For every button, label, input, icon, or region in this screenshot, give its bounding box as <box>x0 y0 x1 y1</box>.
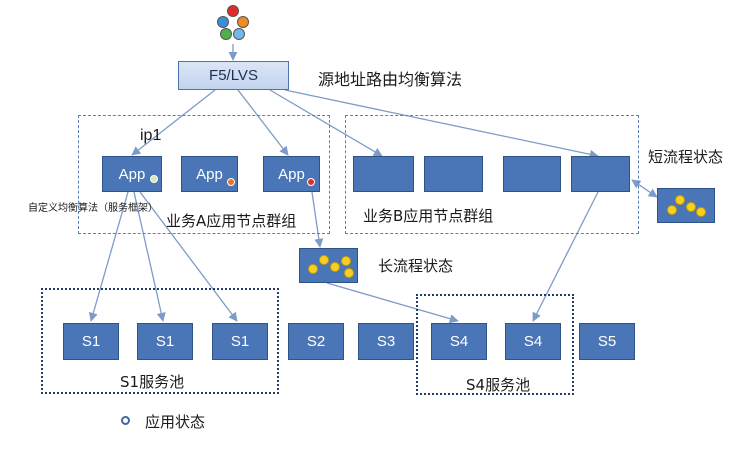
app-node-label: App <box>278 165 305 183</box>
state-ball <box>341 256 351 266</box>
line-lb-app3 <box>237 89 289 156</box>
app-node-label: App <box>196 165 223 183</box>
ip-label: ip1 <box>140 127 162 144</box>
server-label: S1 <box>155 333 175 350</box>
ie-icon <box>217 16 229 28</box>
state-ball <box>675 195 685 205</box>
s4-pool-label: S4服务池 <box>466 376 531 394</box>
app-node-label: App <box>118 165 146 183</box>
custom-balance-algorithm-label: 自定义均衡算法（服务框架） <box>28 203 158 214</box>
server-node: S5 <box>579 323 635 360</box>
server-label: S4 <box>523 333 543 350</box>
load-balancer: F5/LVS <box>178 61 289 90</box>
safari-icon <box>233 28 245 40</box>
line-lb-app1 <box>131 89 216 156</box>
app-state-dot <box>307 178 315 186</box>
app-node-2: App <box>181 156 238 192</box>
line-app1-s1c <box>139 191 238 322</box>
server-label: S1 <box>230 333 250 350</box>
server-label: S3 <box>376 333 396 350</box>
app-state-dot <box>227 178 235 186</box>
state-ball <box>308 264 318 274</box>
state-ball <box>696 207 706 217</box>
server-node: S1 <box>63 323 119 360</box>
app-group-a-label: 业务A应用节点群组 <box>166 212 297 230</box>
server-label: S2 <box>306 333 326 350</box>
long-process-state-store <box>299 248 358 283</box>
server-node: S2 <box>288 323 344 360</box>
short-process-state-label: 短流程状态 <box>648 148 724 166</box>
line-b4-shortstate <box>631 179 658 198</box>
server-node: S3 <box>358 323 414 360</box>
state-ball <box>330 262 340 272</box>
chrome-icon <box>220 28 232 40</box>
b-node-4 <box>571 156 630 192</box>
app-group-b <box>345 115 639 234</box>
line-app3-longstate <box>311 191 324 248</box>
server-label: S5 <box>597 333 617 350</box>
long-process-state-label: 长流程状态 <box>378 257 454 275</box>
server-label: S4 <box>449 333 469 350</box>
firefox-icon <box>237 16 249 28</box>
server-node: S4 <box>431 323 487 360</box>
app-state-legend-icon <box>121 416 130 425</box>
server-node: S1 <box>212 323 268 360</box>
state-ball <box>667 205 677 215</box>
b-node-1 <box>353 156 414 192</box>
app-state-legend-label: 应用状态 <box>145 413 206 431</box>
app-group-a <box>78 115 330 234</box>
server-label: S1 <box>81 333 101 350</box>
server-node: S1 <box>137 323 193 360</box>
line-lb-b4 <box>284 89 599 159</box>
line-app1-s1a <box>88 191 129 322</box>
load-balancer-label: F5/LVS <box>209 67 258 84</box>
line-longstate-s4 <box>326 282 459 324</box>
b-node-3 <box>503 156 561 192</box>
line-b4-s4 <box>532 191 599 322</box>
line-lb-b1 <box>269 89 383 157</box>
app-group-b-label: 业务B应用节点群组 <box>363 207 494 225</box>
app-node-3: App <box>263 156 320 192</box>
s1-pool-label: S1服务池 <box>120 373 185 391</box>
short-process-state-store <box>657 188 715 223</box>
app-node-1: App <box>102 156 162 192</box>
app-state-dot <box>150 175 158 183</box>
opera-icon <box>227 5 239 17</box>
s1-service-pool <box>41 288 279 394</box>
s4-service-pool <box>416 294 574 395</box>
b-node-2 <box>424 156 483 192</box>
line-app1-s1b <box>133 191 166 322</box>
state-ball <box>686 202 696 212</box>
routing-algorithm-label: 源地址路由均衡算法 <box>318 70 463 89</box>
server-node: S4 <box>505 323 561 360</box>
state-ball <box>319 255 329 265</box>
state-ball <box>344 268 354 278</box>
